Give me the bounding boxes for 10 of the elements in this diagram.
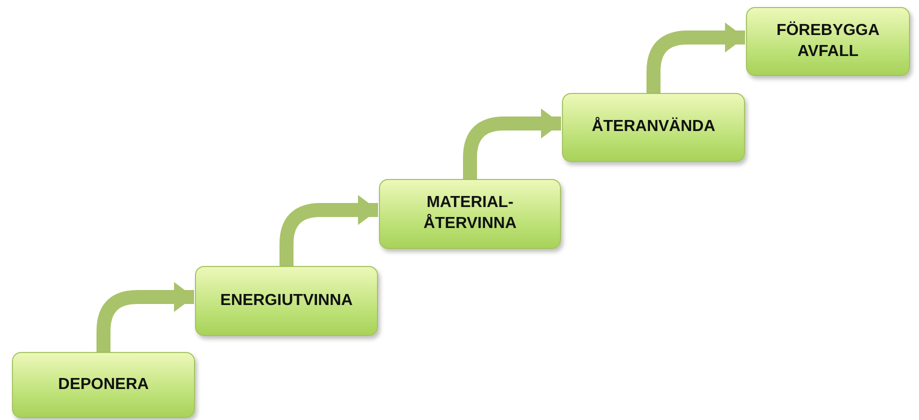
step-box xyxy=(195,266,378,336)
step-label: MATERIAL- ÅTERVINNA xyxy=(422,193,518,234)
step-label: DEPONERA xyxy=(58,374,149,395)
step-label: ÅTERANVÄNDA xyxy=(592,117,716,138)
step-box xyxy=(12,352,195,418)
step-label: FÖREBYGGA AVFALL xyxy=(775,20,881,62)
step-box xyxy=(746,7,910,76)
step-box xyxy=(562,93,745,162)
step-box xyxy=(379,179,561,249)
step-label: ENERGIUTVINNA xyxy=(220,290,353,311)
